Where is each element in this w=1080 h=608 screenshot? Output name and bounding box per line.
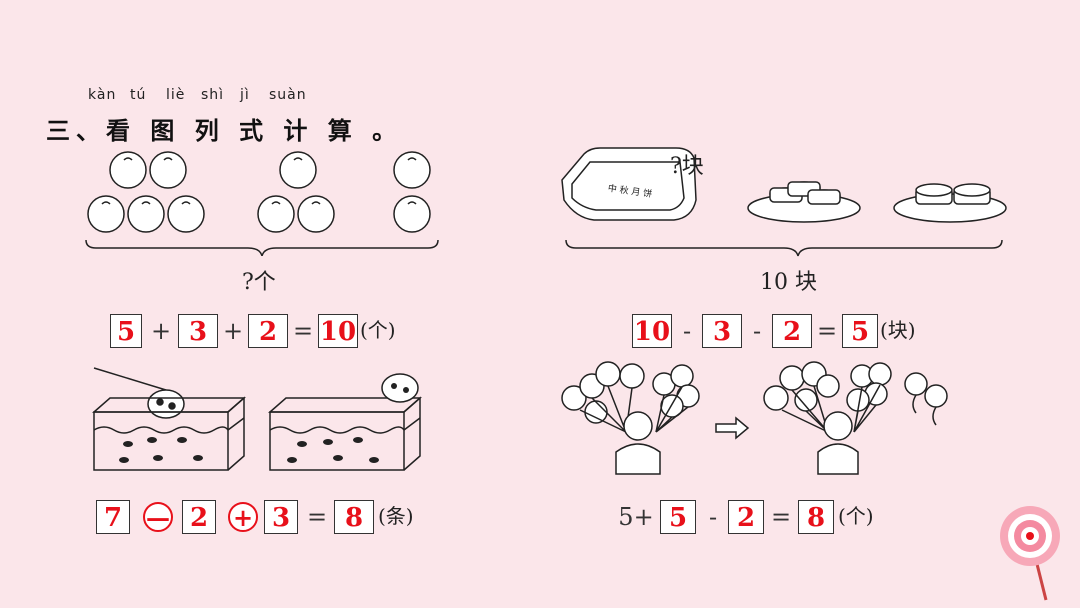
mooncake-plate-icon xyxy=(893,183,1007,223)
pinyin-shi: shì xyxy=(201,87,225,103)
balloon-boy-icon xyxy=(561,361,700,475)
apple-icon xyxy=(393,151,431,189)
answer-box[interactable]: 8 xyxy=(334,500,374,534)
circled-plus[interactable]: + xyxy=(228,502,258,532)
apple-icon xyxy=(87,195,125,233)
answer-box[interactable]: 5 xyxy=(842,314,878,348)
apple-icon xyxy=(297,195,335,233)
unit-label: (条) xyxy=(378,504,414,528)
unit-label: (个) xyxy=(360,318,396,342)
pinyin-kan: kàn xyxy=(88,87,117,103)
brace xyxy=(565,239,1003,257)
circled-minus[interactable]: — xyxy=(143,502,173,532)
equals-sign: = xyxy=(770,503,792,531)
answer-box[interactable]: 2 xyxy=(728,500,764,534)
apple-icon xyxy=(127,195,165,233)
answer-box[interactable]: 7 xyxy=(96,500,130,534)
answer-box[interactable]: 5 xyxy=(660,500,696,534)
mooncake-plate-icon xyxy=(747,181,861,223)
total-label: 10 块 xyxy=(760,270,817,295)
answer-box[interactable]: 10 xyxy=(318,314,358,348)
question-label: ?个 xyxy=(242,270,276,295)
plus-sign: + xyxy=(222,317,244,345)
apples-illustration xyxy=(85,151,439,256)
answer-box[interactable]: 8 xyxy=(798,500,834,534)
mooncakes-illustration: 中 秋 月 饼 xyxy=(561,147,1007,257)
minus-sign: - xyxy=(708,503,718,531)
brace xyxy=(85,239,439,256)
balloons-illustration xyxy=(561,361,948,475)
answer-box[interactable]: 3 xyxy=(178,314,218,348)
fish-tanks-illustration xyxy=(92,367,422,471)
equals-sign: = xyxy=(292,317,314,345)
minus-sign: - xyxy=(682,317,692,345)
balloon-boy-icon xyxy=(763,361,948,475)
pinyin-ji: jì xyxy=(240,87,250,103)
answer-box[interactable]: 5 xyxy=(110,314,142,348)
lollipop-icon xyxy=(1000,506,1060,601)
given-term: 5+ xyxy=(618,503,654,531)
apple-icon xyxy=(149,151,187,189)
equals-sign: = xyxy=(306,503,328,531)
section-title: 三、看 图 列 式 计 算 。 xyxy=(46,117,403,145)
equals-sign: = xyxy=(816,317,838,345)
plus-sign: + xyxy=(150,317,172,345)
unit-label: (个) xyxy=(838,504,874,528)
answer-box[interactable]: 3 xyxy=(702,314,742,348)
mooncake-box-icon: 中 秋 月 饼 xyxy=(561,147,697,221)
answer-box[interactable]: 2 xyxy=(772,314,812,348)
answer-box[interactable]: 2 xyxy=(248,314,288,348)
unit-label: (块) xyxy=(880,318,916,342)
pinyin-tu: tú xyxy=(130,87,147,103)
pinyin-lie: liè xyxy=(166,87,186,103)
fish-tank-icon xyxy=(92,396,246,471)
pinyin-suan: suàn xyxy=(269,87,307,103)
answer-box[interactable]: 10 xyxy=(632,314,672,348)
fishing-net-icon xyxy=(93,367,185,419)
fish-tank-icon xyxy=(268,373,422,471)
apple-icon xyxy=(393,195,431,233)
arrow-right-icon xyxy=(715,416,750,440)
minus-sign: - xyxy=(752,317,762,345)
box-question-label: ?块 xyxy=(670,154,704,179)
answer-box[interactable]: 3 xyxy=(264,500,298,534)
apple-icon xyxy=(167,195,205,233)
answer-box[interactable]: 2 xyxy=(182,500,216,534)
apple-icon xyxy=(109,151,147,189)
apple-icon xyxy=(257,195,295,233)
apple-icon xyxy=(279,151,317,189)
